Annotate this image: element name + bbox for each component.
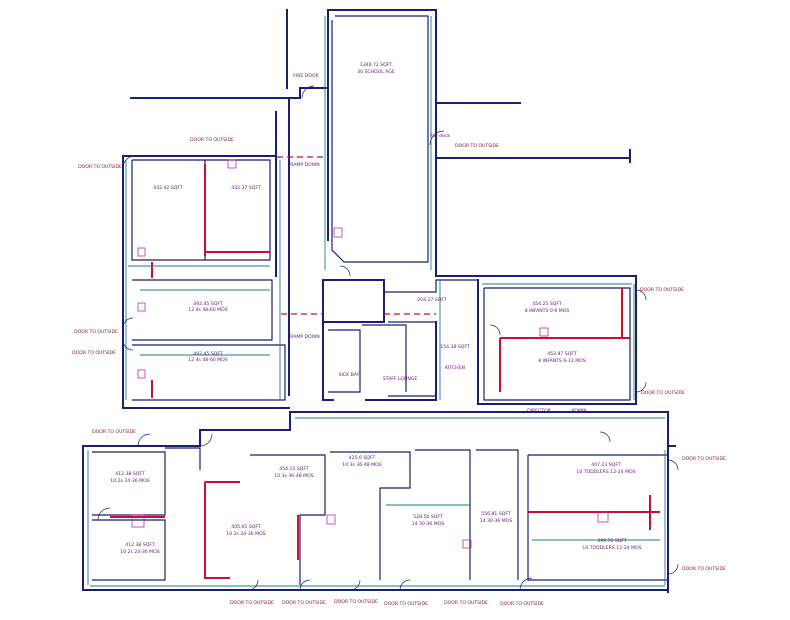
room-10-capacity-label: 10 3s 36-48 MOS (274, 473, 313, 479)
room-12-capacity-label: 10 2s 24-36 MOS (226, 531, 265, 537)
room-partitions (92, 159, 669, 585)
kitchen-label: KITCHEN (445, 365, 465, 371)
room-labels: 1346.72 SQFT 30 SCHOOL AGE FIRE DOOR Fal… (110, 62, 641, 555)
room-14-area-label: 556.81 SQFT (481, 511, 511, 517)
director-label: DIRECTOR (527, 408, 552, 414)
room-11-area-label: 425.6 SQFT (349, 455, 376, 461)
sick-bay-label: SICK BAY (339, 372, 360, 378)
school-age-area-label: 1346.72 SQFT (360, 62, 393, 68)
room-14-capacity-label: 14 30-36 MOS (480, 518, 513, 524)
room-9-capacity-label: 10 2s 24-36 MOS (120, 549, 159, 555)
room-8-capacity-label: 10 2s 24-36 MOS (110, 478, 149, 484)
door-to-outside-label: DOOR TO OUTSIDE (74, 329, 118, 335)
ramp-down-top-label: RAMP DOWN (290, 162, 319, 168)
room-11-capacity-label: 10 3s 36-48 MOS (342, 462, 381, 468)
fixtures (131, 159, 609, 549)
room-4-capacity-label: 12 4s 48-60 MOS (188, 357, 227, 363)
dashed-markers (277, 156, 436, 315)
room-15-area-label: 407.23 SQFT (591, 462, 621, 468)
room-9-area-label: 412.38 SQFT (125, 542, 155, 548)
room-10-area-label: 454.15 SQFT (279, 466, 309, 472)
door-to-outside-label: DOOR TO OUTSIDE (641, 390, 685, 396)
admin-label: ADMIN (571, 408, 586, 414)
door-labels: DOOR TO OUTSIDE DOOR TO OUTSIDE DOOR TO … (72, 137, 726, 607)
school-age-capacity-label: 30 SCHOOL AGE (357, 69, 395, 75)
room-13-area-label: 528.56 SQFT (413, 514, 443, 520)
door-to-outside-label: DOOR TO OUTSIDE (444, 600, 488, 606)
room-13-capacity-label: 14 30-36 MOS (412, 521, 445, 527)
fire-door-label: FIRE DOOR (293, 73, 319, 79)
room-2-area-label: 432.37 SQFT (231, 185, 261, 191)
door-to-outside-label: DOOR TO OUTSIDE (682, 566, 726, 572)
door-to-outside-label: DOOR TO OUTSIDE (92, 429, 136, 435)
room-5-area-label: 204.27 SQFT (417, 297, 447, 303)
room-16-area-label: 399.76 SQFT (597, 538, 627, 544)
fall-deck-label: Fall deck (430, 133, 450, 139)
room-6-area-label: 454.25 SQFT (532, 301, 562, 307)
door-to-outside-label: DOOR TO OUTSIDE (190, 137, 234, 143)
door-to-outside-label: DOOR TO OUTSIDE (72, 350, 116, 356)
room-7-area-label: 453.87 SQFT (547, 351, 577, 357)
room-16-capacity-label: 10 TODDLERS 12-24 MOS (582, 545, 641, 551)
room-6-capacity-label: 8 INFANTS 0-6 MOS (525, 308, 570, 314)
room-3-area-label: 492.45 SQFT (193, 301, 223, 307)
door-to-outside-label: DOOR TO OUTSIDE (230, 600, 274, 606)
door-to-outside-label: DOOR TO OUTSIDE (78, 164, 122, 170)
room-15-capacity-label: 10 TODDLERS 12-24 MOS (576, 469, 635, 475)
room-1-area-label: 432.42 SQFT (153, 185, 183, 191)
door-to-outside-label: DOOR TO OUTSIDE (500, 601, 544, 607)
ramp-down-mid-label: RAMP DOWN (290, 334, 319, 340)
door-to-outside-label: DOOR TO OUTSIDE (455, 143, 499, 149)
staff-lounge-label: STAFF LOUNGE (383, 376, 418, 382)
door-to-outside-label: DOOR TO OUTSIDE (640, 287, 684, 293)
door-to-outside-label: DOOR TO OUTSIDE (682, 456, 726, 462)
dimension-lines (87, 16, 666, 587)
room-8-area-label: 412.38 SQFT (115, 471, 145, 477)
exterior-walls (82, 9, 676, 593)
door-to-outside-label: DOOR TO OUTSIDE (334, 599, 378, 605)
room-3-capacity-label: 12 4s 48-60 MOS (188, 307, 227, 313)
door-swings (97, 85, 679, 591)
room-12-area-label: 405.65 SQFT (231, 524, 261, 530)
room-7-capacity-label: 8 INFANTS 6-12 MOS (538, 358, 586, 364)
door-to-outside-label: DOOR TO OUTSIDE (282, 600, 326, 606)
door-to-outside-label: DOOR TO OUTSIDE (384, 601, 428, 607)
room-4-area-label: 492.45 SQFT (193, 351, 223, 357)
kitchen-area-label: 154.38 SQFT (440, 344, 470, 350)
